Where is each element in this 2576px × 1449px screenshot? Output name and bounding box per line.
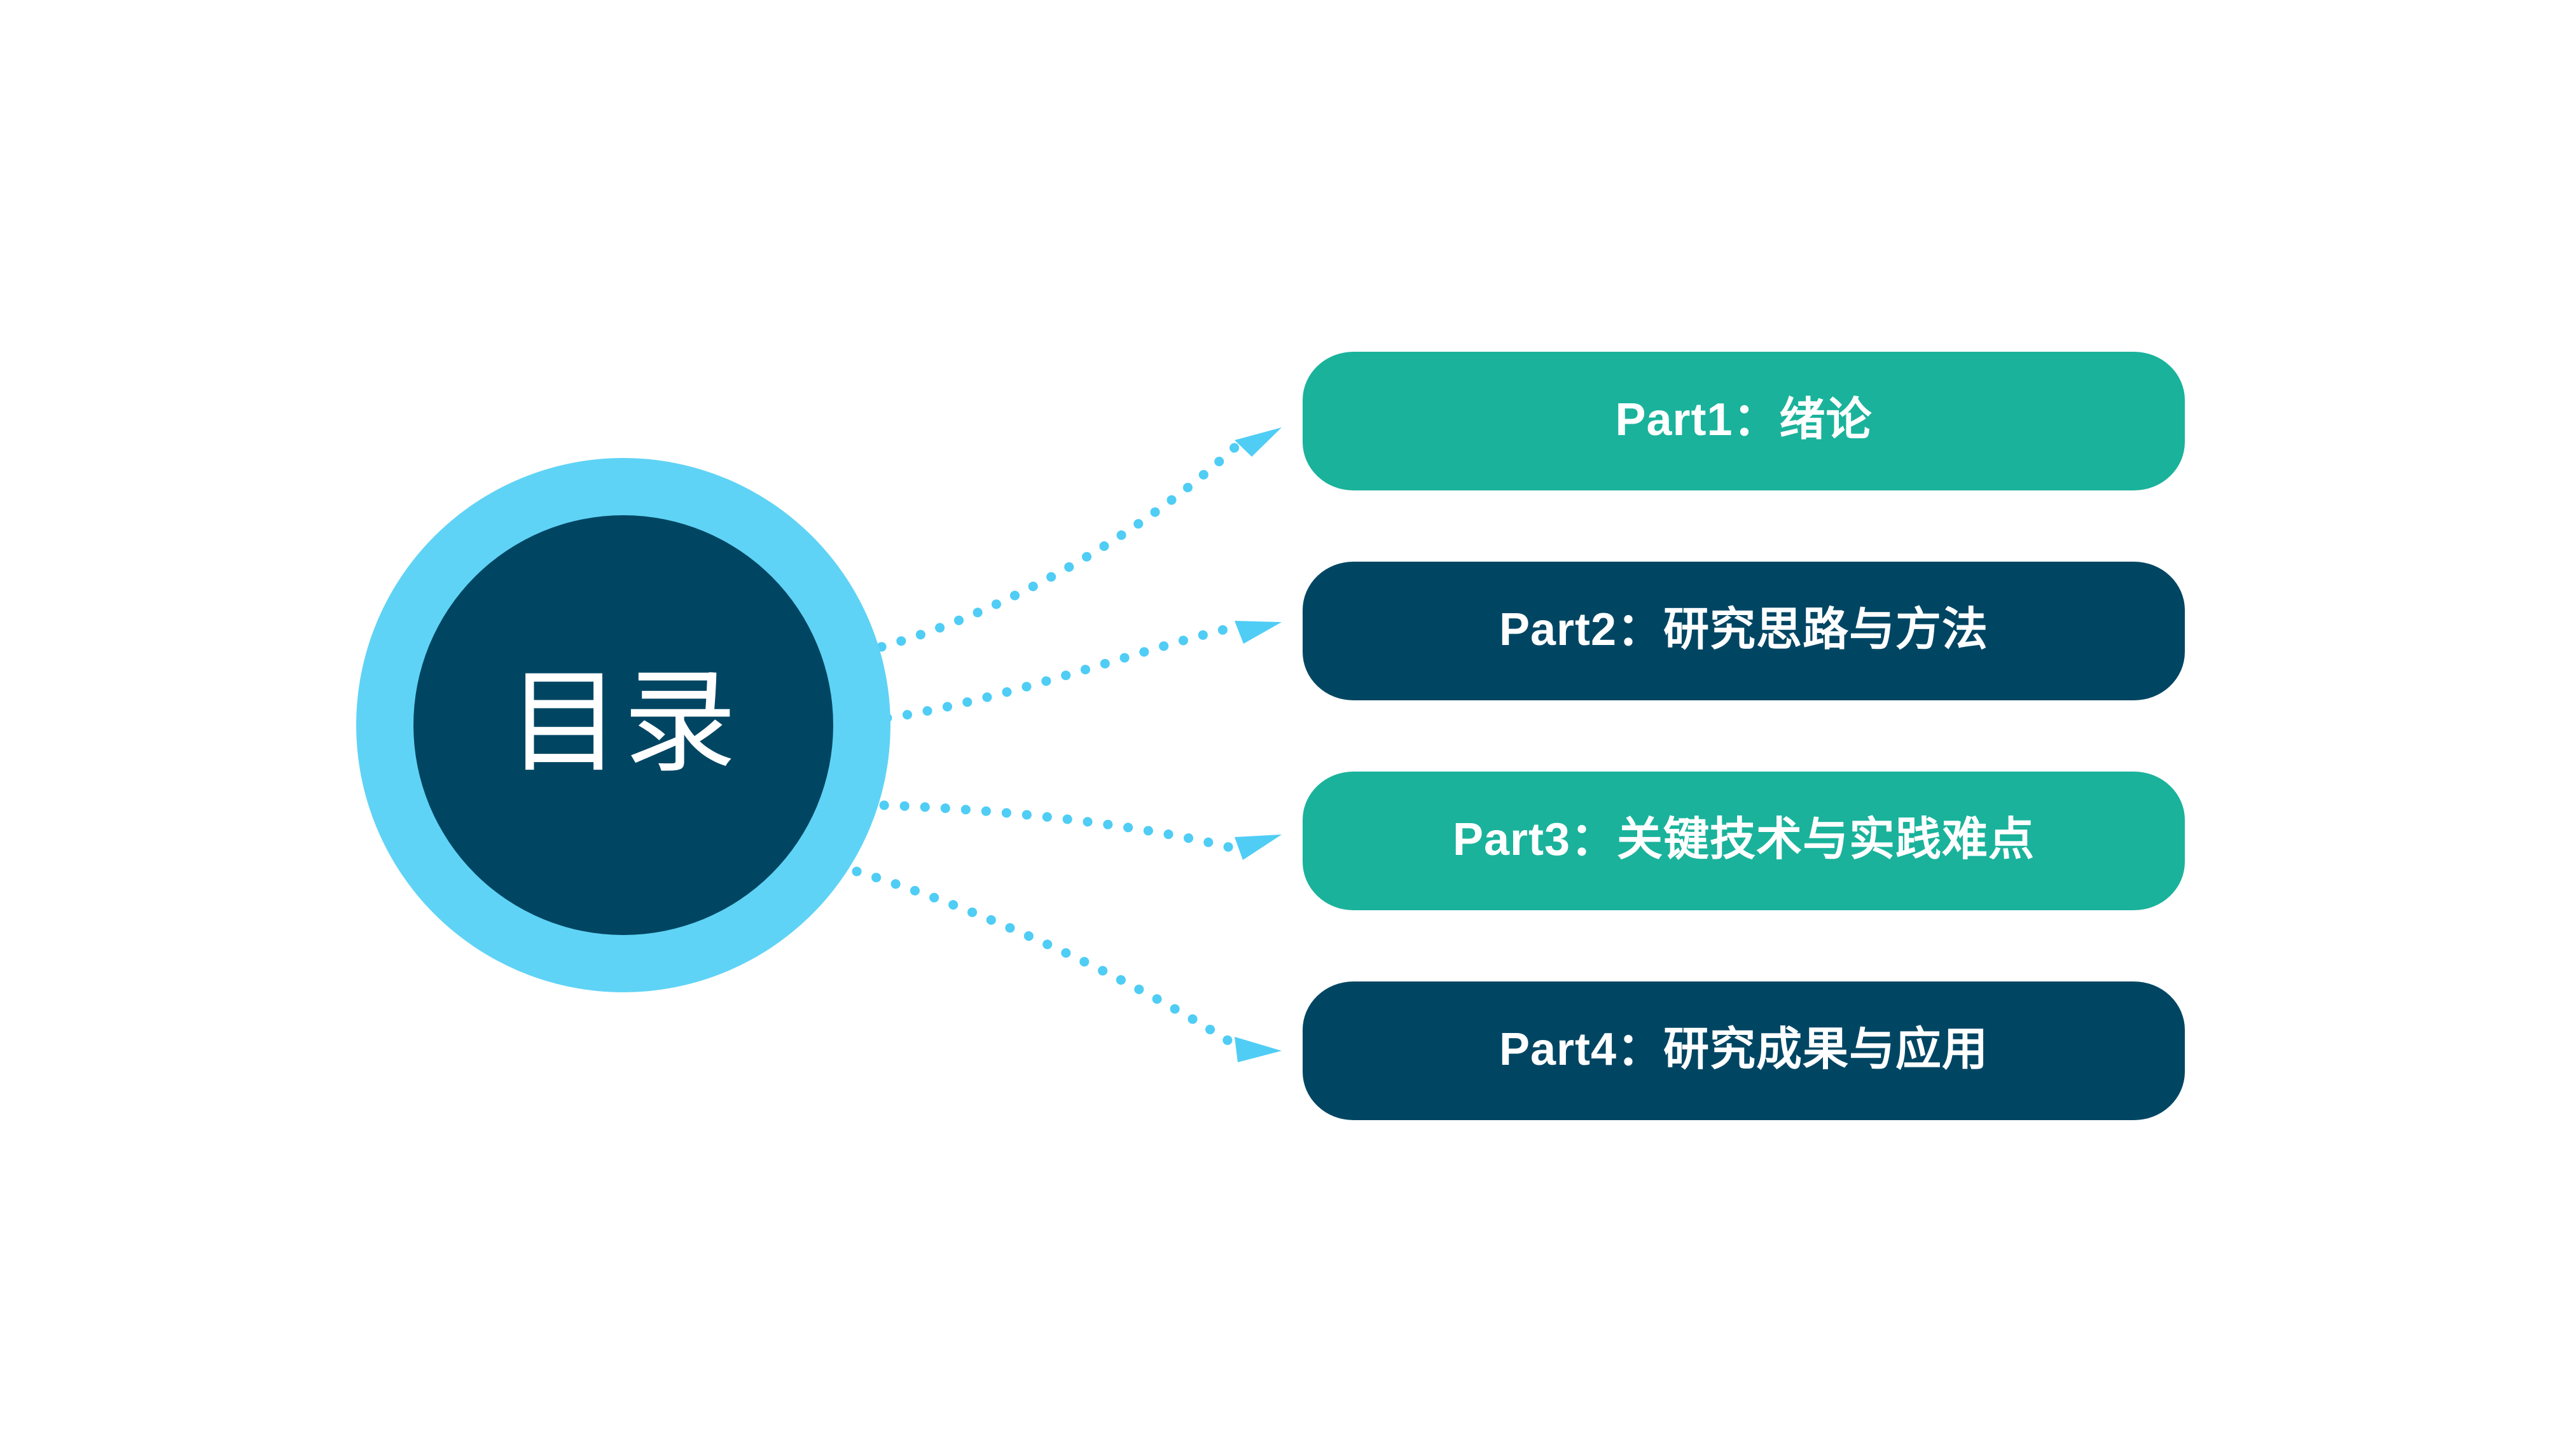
- agenda-card-label: Part3：关键技术与实践难点: [1452, 814, 2035, 865]
- connector-line-3: [859, 800, 1242, 854]
- agenda-card-part1[interactable]: Part1：绪论: [1303, 352, 2185, 490]
- hub-label: 目录: [508, 659, 739, 786]
- connector-arrow-1: [1235, 427, 1282, 457]
- agenda-card-list: Part1：绪论 Part2：研究思路与方法 Part3：关键技术与实践难点 P…: [1303, 352, 2185, 1120]
- agenda-card-label: Part2：研究思路与方法: [1499, 604, 1989, 655]
- hub-inner-circle: 目录: [413, 515, 833, 935]
- connector-line-2: [862, 621, 1242, 726]
- connector-line-4: [852, 866, 1242, 1051]
- hub-outer-ring: 目录: [356, 458, 890, 992]
- agenda-card-label: Part1：绪论: [1615, 394, 1873, 445]
- connector-arrow-3: [1235, 835, 1282, 860]
- agenda-card-part2[interactable]: Part2：研究思路与方法: [1303, 562, 2185, 700]
- agenda-card-part3[interactable]: Part3：关键技术与实践难点: [1303, 772, 2185, 910]
- connector-arrow-4: [1235, 1037, 1282, 1062]
- agenda-card-part4[interactable]: Part4：研究成果与应用: [1303, 981, 2185, 1120]
- connector-arrow-2: [1235, 621, 1282, 644]
- agenda-card-label: Part4：研究成果与应用: [1499, 1024, 1989, 1075]
- connector-line-1: [857, 440, 1242, 657]
